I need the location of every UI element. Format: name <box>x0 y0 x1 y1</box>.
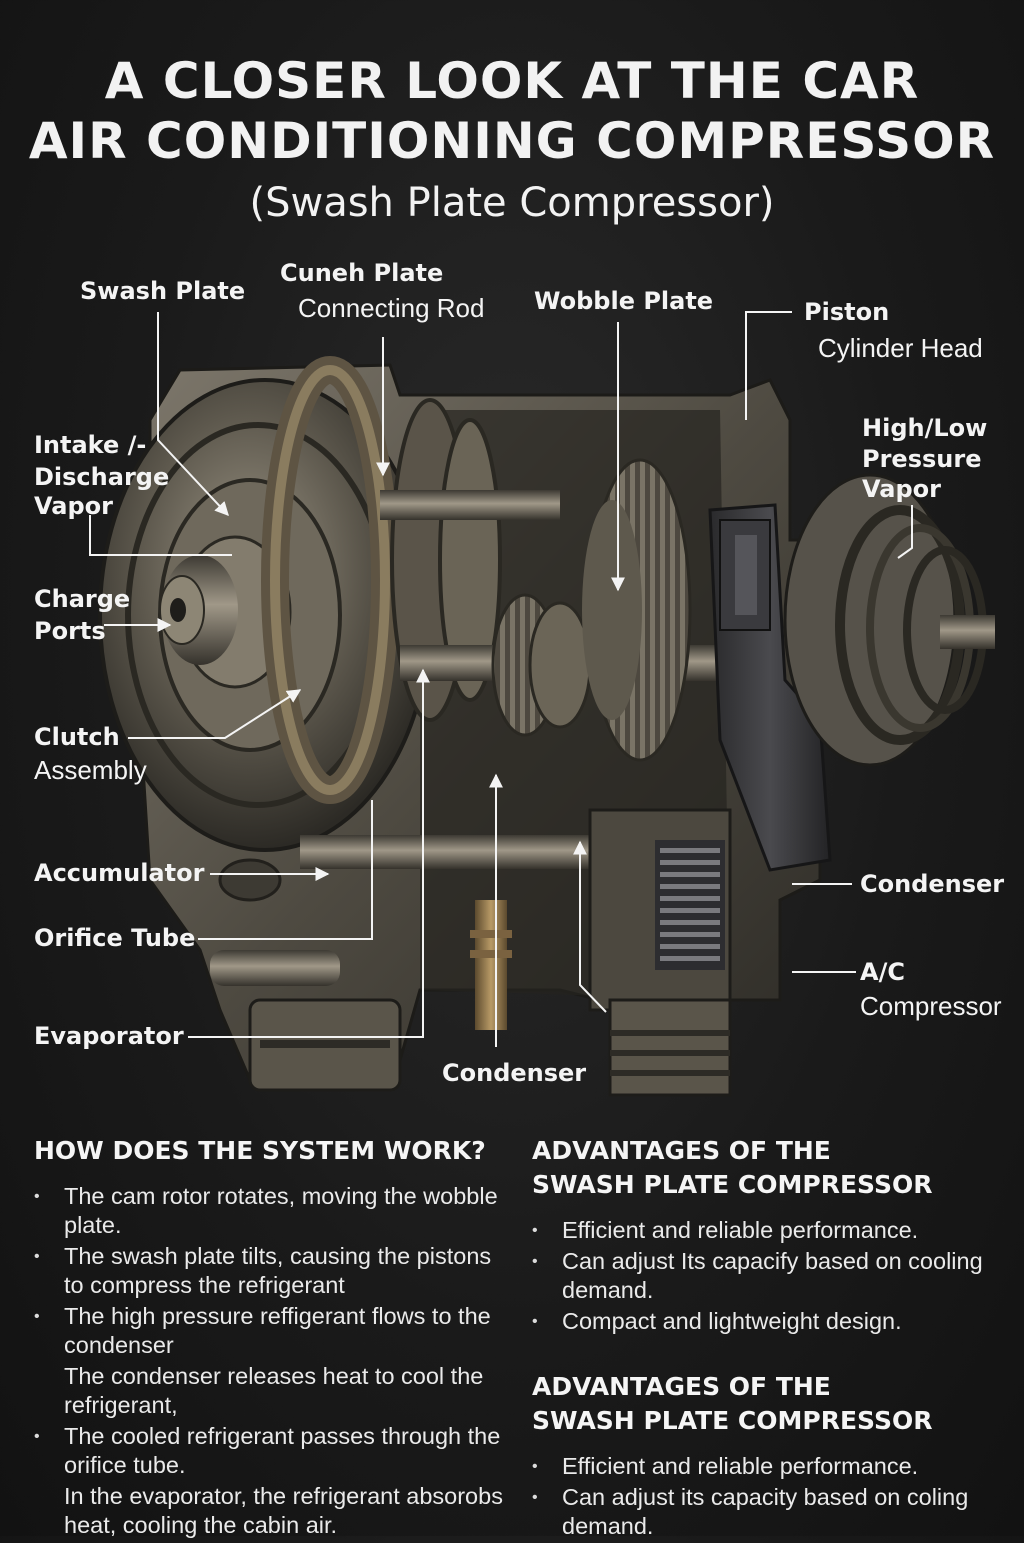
page-subtitle: (Swash Plate Compressor) <box>249 180 775 226</box>
label-swash-plate: Swash Plate <box>80 277 246 305</box>
list-item-text: Efficient and reliable performance. <box>562 1217 919 1243</box>
gear-small <box>491 593 592 737</box>
page-title-line2: AIR CONDITIONING COMPRESSOR <box>28 112 996 170</box>
label-intake-line3: Vapor <box>34 492 113 520</box>
list-item-text: Can adjust Its capacify based on cooling… <box>562 1248 983 1303</box>
label-clutch-line1: Clutch <box>34 723 120 751</box>
how-it-works-heading: HOW DOES THE SYSTEM WORK? <box>34 1136 486 1165</box>
label-intake-line1: Intake /- <box>34 431 147 459</box>
label-condenser-right: Condenser <box>860 870 1005 898</box>
list-item: • The swash plate tilts, causing the pist… <box>34 1242 504 1300</box>
how-it-works-list: • The cam rotor rotates, moving the wobbl… <box>34 1182 504 1540</box>
label-high-low-line2: Pressure <box>862 445 982 473</box>
label-orifice-tube: Orifice Tube <box>34 924 196 952</box>
list-item-text: The cooled refrigerant passes through th… <box>64 1423 501 1478</box>
list-item-text: The high pressure reffigerant flows to t… <box>64 1303 491 1358</box>
bullet-icon: • <box>532 1253 538 1270</box>
left-rods <box>210 858 340 986</box>
label-condenser-bottom: Condenser <box>442 1059 587 1087</box>
bottom-fittings <box>248 900 732 1097</box>
bullet-icon: • <box>34 1308 40 1325</box>
list-item-text: The condenser releases heat to cool the … <box>64 1363 484 1418</box>
advantages-1-heading-line1: ADVANTAGES OF THE <box>532 1136 831 1165</box>
piston-block <box>708 503 832 872</box>
condenser-block <box>588 808 732 1012</box>
list-item: • The cooled refrigerant passes through t… <box>34 1422 504 1480</box>
label-evaporator: Evaporator <box>34 1022 184 1050</box>
bullet-icon: • <box>532 1458 538 1475</box>
advantages-section-2: ADVANTAGES OF THE SWASH PLATE COMPRESSOR… <box>532 1370 1002 1543</box>
advantages-1-list: • Efficient and reliable performance. • Can… <box>532 1216 1002 1336</box>
list-item: • The high pressure reffigerant flows to … <box>34 1302 504 1360</box>
list-item: • Efficient and reliable performance. <box>532 1452 1002 1481</box>
label-intake-line2: Discharge <box>34 463 170 491</box>
bullet-icon: • <box>532 1489 538 1506</box>
label-ac-line1: A/C <box>860 958 905 986</box>
label-wobble-plate: Wobble Plate <box>534 287 714 315</box>
compressor-illustration <box>89 311 995 1097</box>
list-item: • Can adjust Its capacify based on coolin… <box>532 1247 1002 1305</box>
list-item: • The cam rotor rotates, moving the wobbl… <box>34 1182 504 1240</box>
advantages-2-heading-line1: ADVANTAGES OF THE <box>532 1372 831 1401</box>
page-title-line1: A CLOSER LOOK AT THE CAR <box>104 52 920 110</box>
bullet-icon: • <box>532 1222 538 1239</box>
list-item-text: The swash plate tilts, causing the pisto… <box>64 1243 492 1298</box>
label-ac-line2: Compressor <box>860 991 1002 1021</box>
list-item-text: Efficient and reliable performance. <box>562 1453 919 1479</box>
bullet-icon: • <box>34 1428 40 1445</box>
upper-shaft <box>380 490 560 520</box>
list-item: •In the evaporator, the refrigerant abso… <box>34 1482 504 1540</box>
bullet-icon: • <box>532 1313 538 1330</box>
list-item: • Compact and lightweight design. <box>532 1307 1002 1336</box>
label-charge-line1: Charge <box>34 585 131 613</box>
list-item: • Can adjust its capacity based on coling… <box>532 1483 1002 1541</box>
label-clutch-line2: Assembly <box>34 755 147 785</box>
advantages-section-1: ADVANTAGES OF THE SWASH PLATE COMPRESSOR… <box>532 1134 1002 1338</box>
list-item-text: In the evaporator, the refrigerant absor… <box>64 1483 503 1538</box>
list-item: •The condenser releases heat to cool the… <box>34 1362 504 1420</box>
rear-pulley <box>783 473 995 767</box>
bullet-icon: • <box>34 1188 40 1205</box>
label-cylinder-head: Cylinder Head <box>818 333 983 363</box>
label-high-low-line1: High/Low <box>862 414 988 442</box>
advantages-2-list: • Efficient and reliable performance. • Can… <box>532 1452 1002 1541</box>
label-high-low-line3: Vapor <box>862 475 941 503</box>
list-item-text: The cam rotor rotates, moving the wobble… <box>64 1183 498 1238</box>
swash-plate-ring <box>261 356 399 804</box>
list-item-text: Can adjust its capacity based on coling … <box>562 1484 969 1539</box>
label-cuneh-plate: Cuneh Plate <box>280 259 444 287</box>
bullet-icon: • <box>34 1248 40 1265</box>
list-item: • Efficient and reliable performance. <box>532 1216 1002 1245</box>
gear-large <box>582 458 692 762</box>
how-it-works-section: HOW DOES THE SYSTEM WORK? • The cam rotor… <box>34 1134 504 1542</box>
label-charge-line2: Ports <box>34 617 106 645</box>
label-connecting-rod: Connecting Rod <box>298 293 485 323</box>
list-item-text: Compact and lightweight design. <box>562 1308 902 1334</box>
label-piston: Piston <box>804 298 890 326</box>
label-accumulator: Accumulator <box>34 859 205 887</box>
advantages-2-heading-line2: SWASH PLATE COMPRESSOR <box>532 1406 933 1435</box>
advantages-1-heading-line2: SWASH PLATE COMPRESSOR <box>532 1170 933 1199</box>
leader-lines <box>89 311 913 1047</box>
